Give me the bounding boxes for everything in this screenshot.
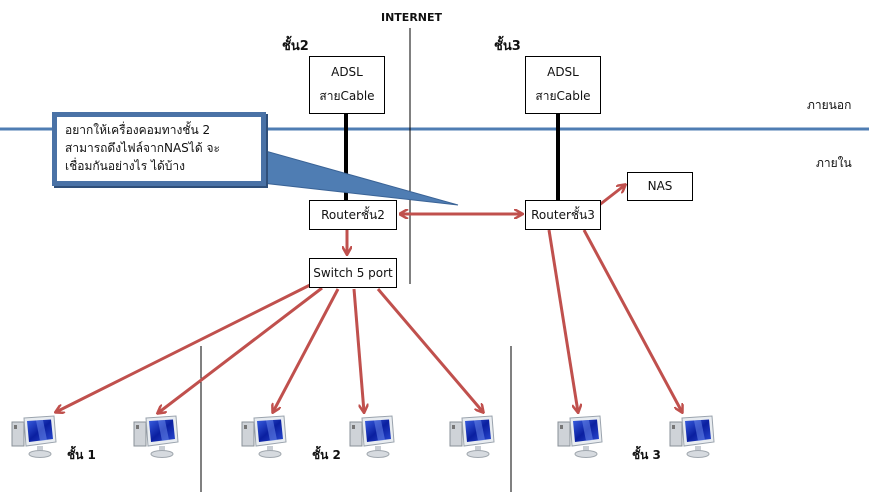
callout-line2: สามารถดึงไฟล์จากNASได้ จะ — [65, 141, 220, 155]
router3-pc7-arrow — [582, 229, 682, 412]
floor2-router: Routerชั้น2 — [309, 200, 397, 230]
router3-nas-arrow — [597, 185, 625, 208]
floor2-switch: Switch 5 port — [309, 258, 397, 288]
floor3-label: ชั้น 3 — [632, 448, 661, 462]
computer-icon — [240, 412, 290, 460]
nas-box: NAS — [627, 172, 693, 201]
floor2-adsl-modem: ADSL สายCable — [309, 56, 385, 114]
floor3-title: ชั้น3 — [494, 39, 521, 54]
internet-label: INTERNET — [381, 11, 443, 24]
computer-icon — [348, 412, 398, 460]
switch-pc4-arrow — [352, 288, 364, 412]
switch-pc5-arrow — [376, 288, 483, 412]
computer-icon — [448, 412, 498, 460]
switch-pc2-arrow — [158, 286, 323, 413]
zone-outside-label: ภายนอก — [807, 98, 852, 112]
computer-icon — [668, 412, 718, 460]
switch-pc1-arrow — [56, 283, 311, 412]
modem-line2: สายCable — [535, 89, 591, 103]
switch-pc3-arrow — [273, 288, 340, 412]
floor3-router: Routerชั้น3 — [525, 200, 601, 230]
modem-line1: ADSL — [331, 65, 363, 79]
question-callout: อยากให้เครื่องคอมทางชั้น 2 สามารถดึงไฟล์… — [52, 112, 266, 186]
callout-line1: อยากให้เครื่องคอมทางชั้น 2 — [65, 123, 211, 137]
modem-line1: ADSL — [547, 65, 579, 79]
zone-inside-label: ภายใน — [816, 156, 852, 170]
floor1-label: ชั้น 1 — [67, 448, 96, 462]
computer-icon — [556, 412, 606, 460]
floor2-label: ชั้น 2 — [312, 448, 341, 462]
computer-icon — [132, 412, 182, 460]
floor3-adsl-modem: ADSL สายCable — [525, 56, 601, 114]
computer-icon — [10, 412, 60, 460]
floor2-title: ชั้น2 — [282, 39, 309, 54]
callout-line3: เชื่อมกันอย่างไร ได้บ้าง — [65, 159, 186, 173]
callout-pointer — [261, 149, 459, 206]
router3-pc6-arrow — [547, 229, 578, 412]
modem-line2: สายCable — [319, 89, 375, 103]
